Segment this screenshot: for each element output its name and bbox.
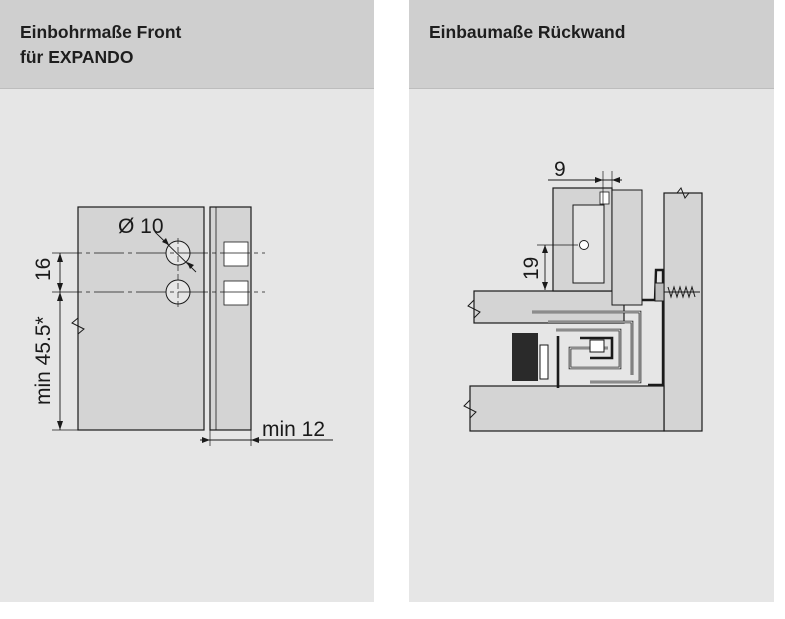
dim-12-arrow-right [251,437,259,443]
bottom-board-break [463,399,477,419]
front-drilling-title-line1: Einbohrmaße Front [20,22,182,42]
dim-45-arrow-bottom [57,421,63,430]
rear-wall-diagram: 9 19 [463,158,703,432]
screw [654,282,700,302]
dim-12-arrow-left [202,437,210,443]
break-mark [71,317,85,335]
dim-16-label: 16 [32,258,55,281]
drawer-bottom-break [467,299,481,319]
rear-clip [642,268,665,387]
bracket-hole [579,240,589,250]
rear-wall-title: Einbaumaße Rückwand [429,22,626,42]
section-hole-upper [223,241,249,267]
dim-45-label: min 45.5* [32,316,55,405]
dim-9-arrow-right [612,177,620,183]
runner-profile-outline [532,311,641,383]
dim-19-arrow-top [542,245,548,253]
front-drilling-panel: Einbohrmaße Front für EXPANDO Ø 10 16 [0,0,374,602]
dim-45-arrow-top [57,292,63,301]
diameter-arrow-b [187,262,194,269]
dim-9-arrow-left [595,177,603,183]
runner-block [589,339,605,353]
diameter-arrow-a [162,238,169,245]
front-drilling-title: Einbohrmaße Front für EXPANDO [20,20,181,70]
bottom-board [469,385,665,432]
front-drilling-title-line2: für EXPANDO [20,47,134,67]
dim-16-arrow-bottom [57,283,63,292]
rear-wall-break [664,187,702,199]
rear-bracket-tab [599,191,610,205]
dim-16-arrow-top [57,253,63,262]
rear-wall-board [663,192,703,432]
front-panel-plate [77,206,205,431]
dim-19-arrow-bottom [542,282,548,290]
rear-bracket-back [611,189,643,306]
rear-wall-panel: Einbaumaße Rückwand [409,0,774,602]
dim-19-label: 19 [520,257,543,280]
center-lines [52,238,265,307]
section-hole-lower [223,280,249,306]
diameter-label: Ø 10 [118,215,164,238]
drawer-bottom [473,290,625,324]
rear-wall-header: Einbaumaße Rückwand [409,0,774,89]
front-drilling-header: Einbohrmaße Front für EXPANDO [0,0,374,89]
front-drilling-diagram: Ø 10 16 min 45.5* min 12 [32,206,333,446]
dim-9-label: 9 [554,158,566,181]
dim-12-label: min 12 [262,418,325,441]
runner-clip [539,344,549,380]
runner-lock-dark [512,333,538,381]
